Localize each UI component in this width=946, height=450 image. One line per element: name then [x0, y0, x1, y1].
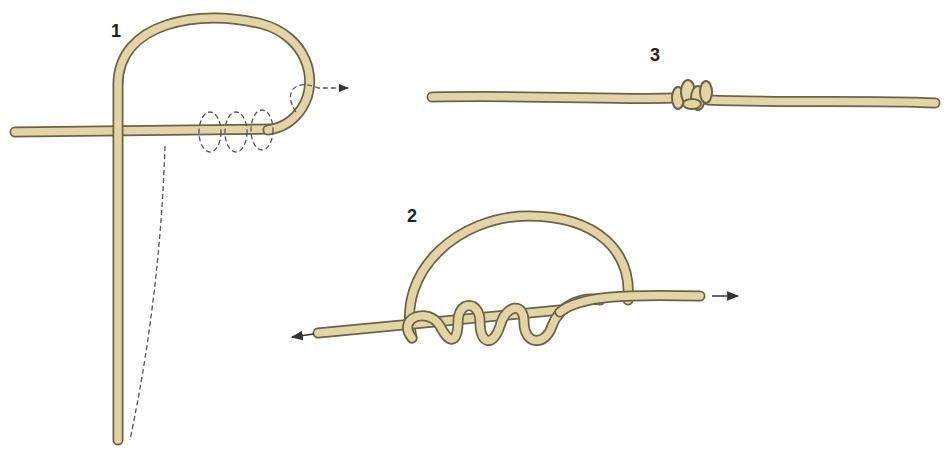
figure-3-rope — [432, 80, 935, 110]
figure-2-rope — [292, 216, 738, 341]
finished-knot — [672, 80, 712, 110]
figure-1-rope — [15, 18, 348, 440]
figure-number: 3 — [650, 46, 660, 64]
figure-number: 2 — [407, 207, 417, 225]
figure-number: 1 — [111, 22, 121, 40]
